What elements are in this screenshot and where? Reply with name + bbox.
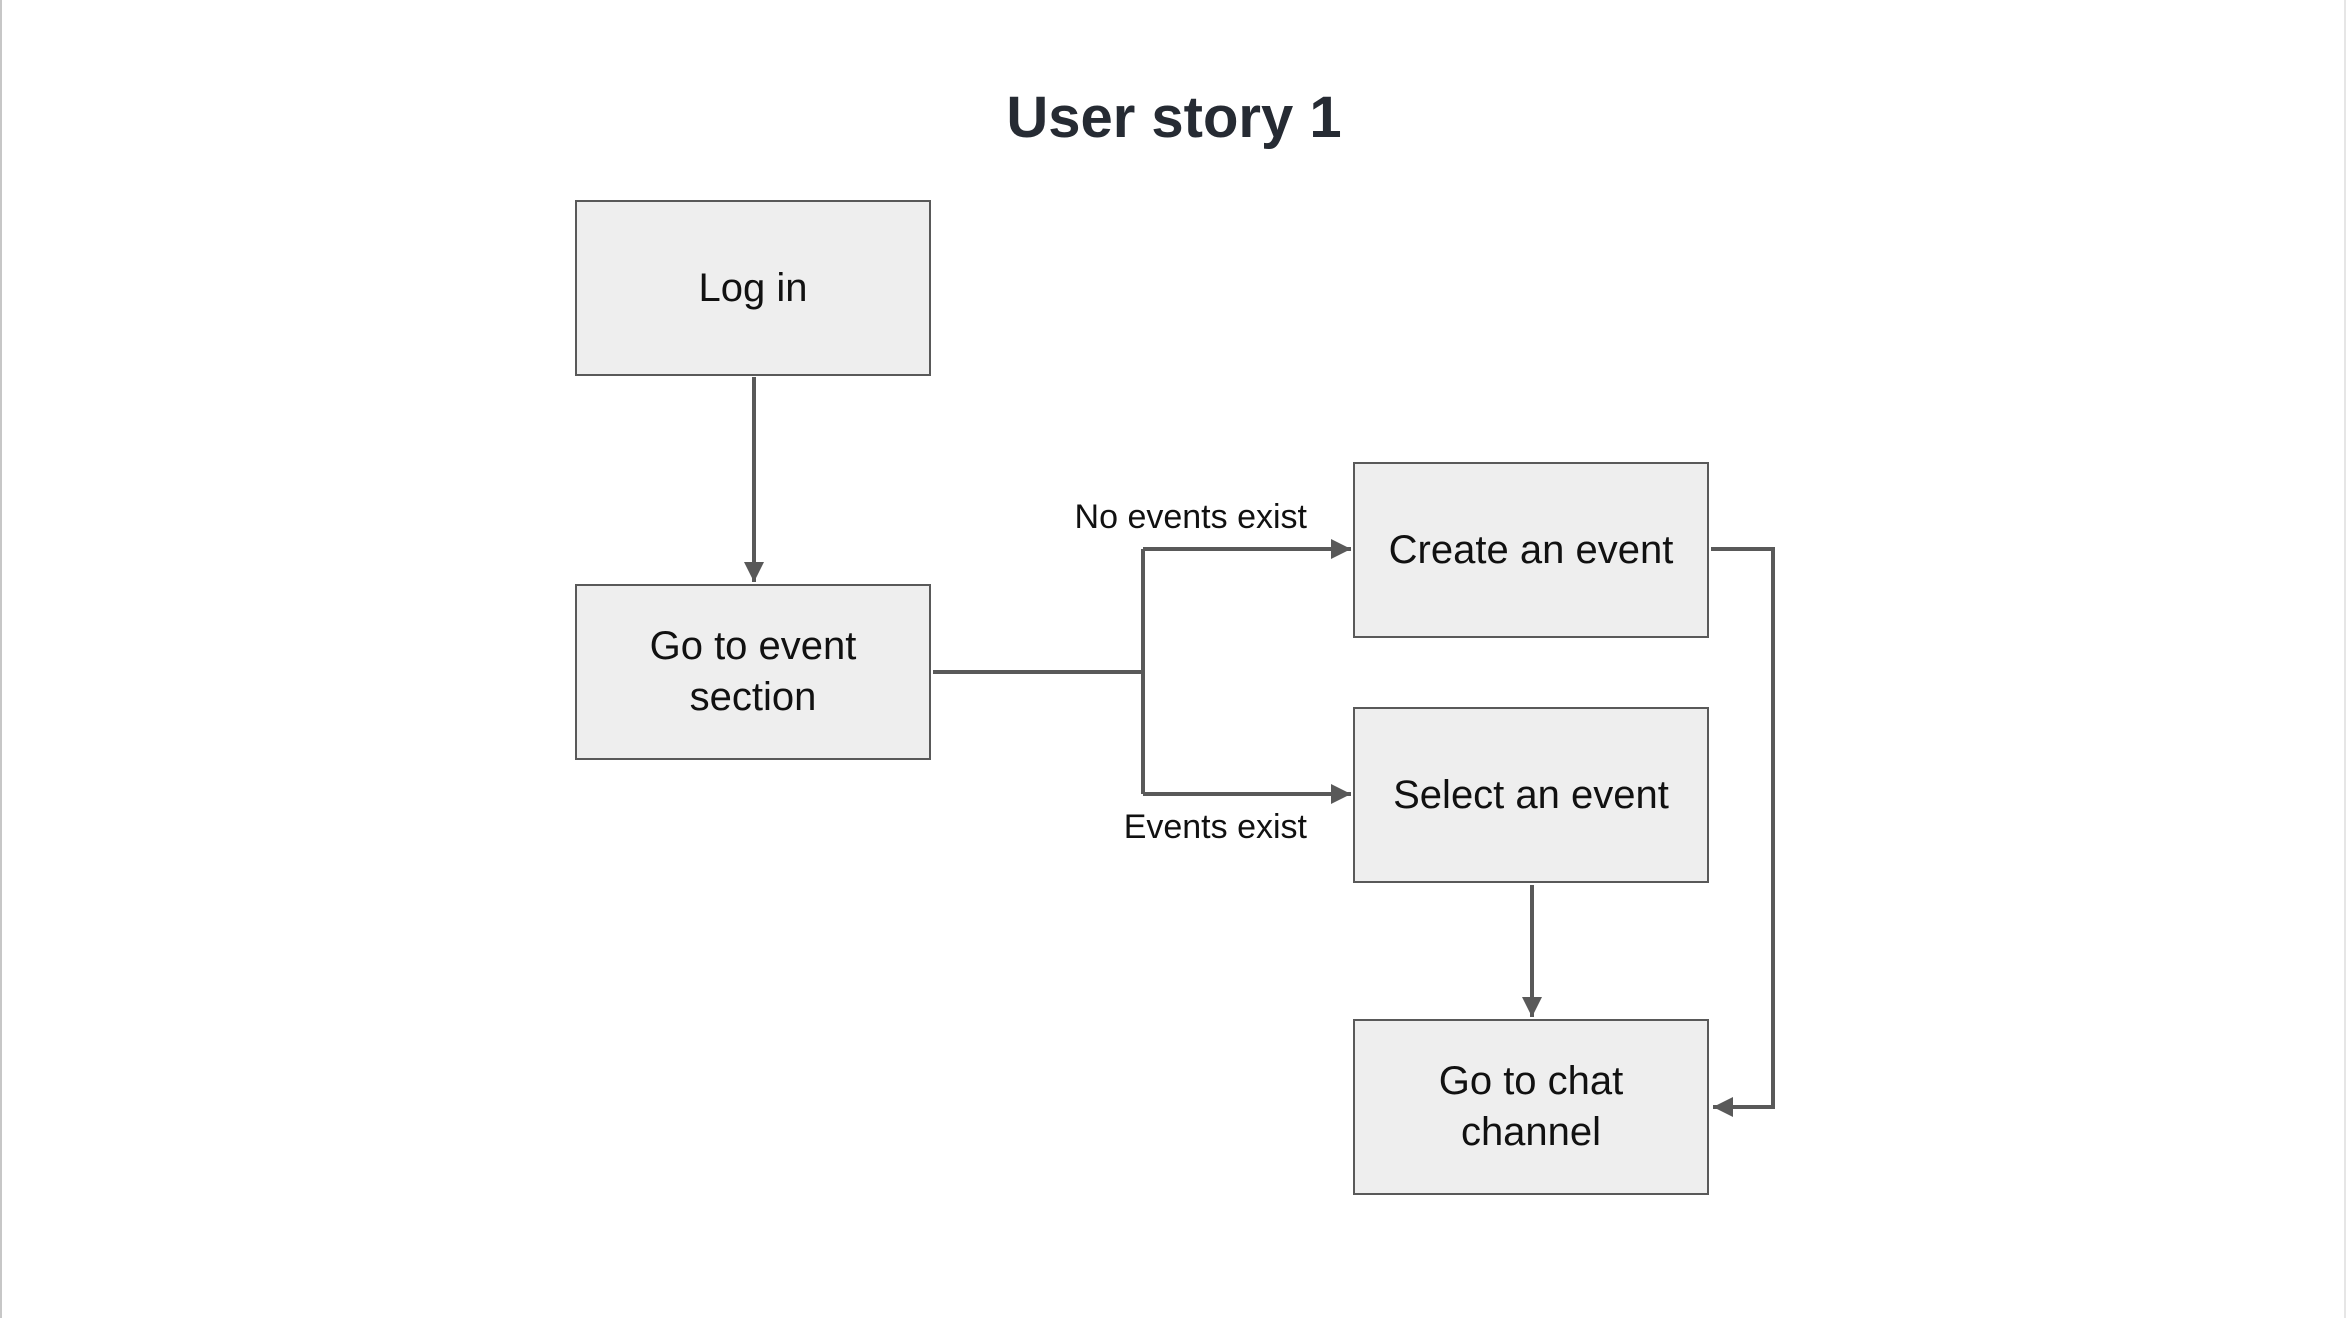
edge-label-no-events-exist: No events exist xyxy=(1074,498,1307,536)
node-create-an-event: Create an event xyxy=(1353,462,1709,638)
node-go-to-event-section: Go to event section xyxy=(575,584,931,760)
edge-label-events-exist: Events exist xyxy=(1123,808,1307,846)
diagram-title: User story 1 xyxy=(1006,85,1342,150)
node-create-an-event-label: Create an event xyxy=(1388,527,1674,572)
node-go-to-chat-channel: Go to chat channel xyxy=(1353,1019,1709,1195)
node-log-in: Log in xyxy=(575,200,931,376)
arrow-create-to-chat xyxy=(1711,547,1775,1117)
node-select-an-event: Select an event xyxy=(1353,707,1709,883)
node-log-in-label: Log in xyxy=(698,265,808,310)
node-go-to-event-section-label: Go to event section xyxy=(649,624,857,719)
node-go-to-chat-channel-label: Go to chat channel xyxy=(1438,1059,1624,1154)
node-select-an-event-label: Select an event xyxy=(1393,772,1669,817)
